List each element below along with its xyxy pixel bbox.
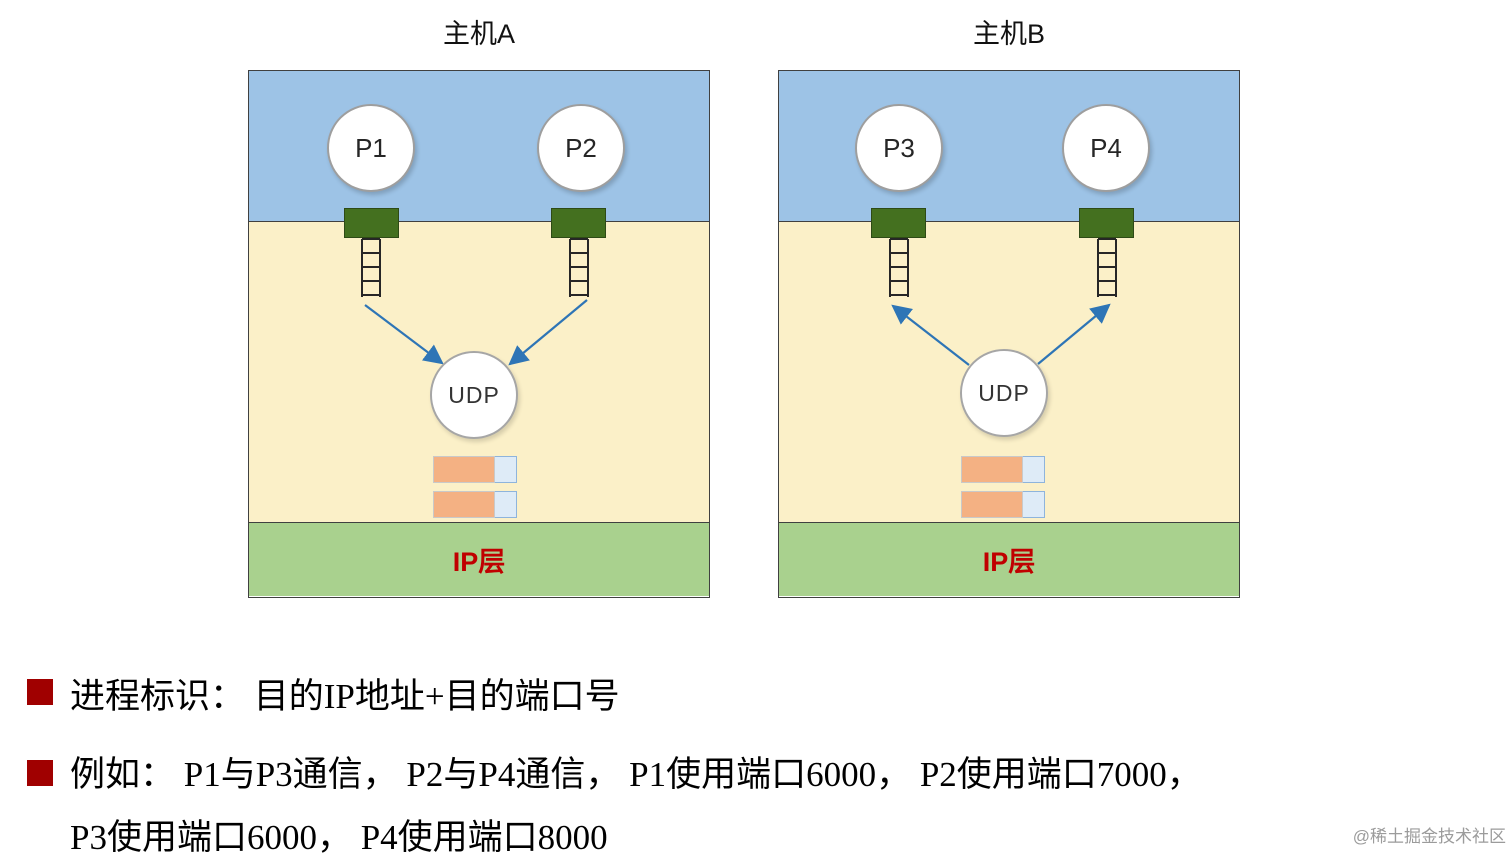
socket-port-p1 [344, 208, 399, 238]
process-p4-label: P4 [1090, 132, 1122, 163]
host-b-udp-label: UDP [978, 379, 1030, 406]
process-p2: P2 [537, 104, 625, 192]
process-p1-label: P1 [355, 132, 387, 163]
datagram-data-segment [961, 491, 1023, 518]
host-b-ip-layer: IP层 [779, 522, 1239, 596]
process-p1: P1 [327, 104, 415, 192]
host-b-udp-entity: UDP [960, 349, 1048, 437]
process-p2-label: P2 [565, 132, 597, 163]
process-p3: P3 [855, 104, 943, 192]
host-a-udp-entity: UDP [430, 351, 518, 439]
note-line: 进程标识： 目的IP地址+目的端口号 [70, 677, 620, 716]
datagram-header-segment [1023, 491, 1045, 518]
datagram-header-segment [495, 456, 517, 483]
host-b-datagram-1 [961, 456, 1045, 483]
host-b-application-layer [779, 71, 1239, 222]
note-line: 例如： P1与P3通信， P2与P4通信， P1使用端口6000， P2使用端口… [70, 755, 1202, 794]
watermark-juejin: @稀土掘金技术社区 [1352, 827, 1506, 846]
host-b-box: IP层 [778, 70, 1240, 598]
datagram-data-segment [433, 456, 495, 483]
host-a-datagram-1 [433, 456, 517, 483]
note-example-ports: 例如： P1与P3通信， P2与P4通信， P1使用端口6000， P2使用端口… [70, 743, 1202, 864]
host-a-ip-label: IP层 [452, 547, 506, 577]
host-a-box: IP层 [248, 70, 710, 598]
process-p4: P4 [1062, 104, 1150, 192]
note-process-identification: 进程标识： 目的IP地址+目的端口号 [70, 665, 620, 728]
host-a-ip-layer: IP层 [249, 522, 709, 596]
process-p3-label: P3 [883, 132, 915, 163]
socket-port-p4 [1079, 208, 1134, 238]
datagram-header-segment [1023, 456, 1045, 483]
datagram-data-segment [961, 456, 1023, 483]
note-line: P3使用端口6000， P4使用端口8000 [70, 818, 608, 857]
bullet-square-icon [27, 679, 53, 705]
host-a-datagram-2 [433, 491, 517, 518]
socket-port-p2 [551, 208, 606, 238]
host-b-datagram-2 [961, 491, 1045, 518]
datagram-header-segment [495, 491, 517, 518]
bullet-square-icon [27, 760, 53, 786]
host-b-title: 主机B [972, 19, 1045, 49]
host-a-application-layer [249, 71, 709, 222]
host-b-ip-label: IP层 [982, 547, 1036, 577]
socket-port-p3 [871, 208, 926, 238]
host-a-udp-label: UDP [448, 381, 500, 408]
host-a-title: 主机A [442, 19, 515, 49]
datagram-data-segment [433, 491, 495, 518]
